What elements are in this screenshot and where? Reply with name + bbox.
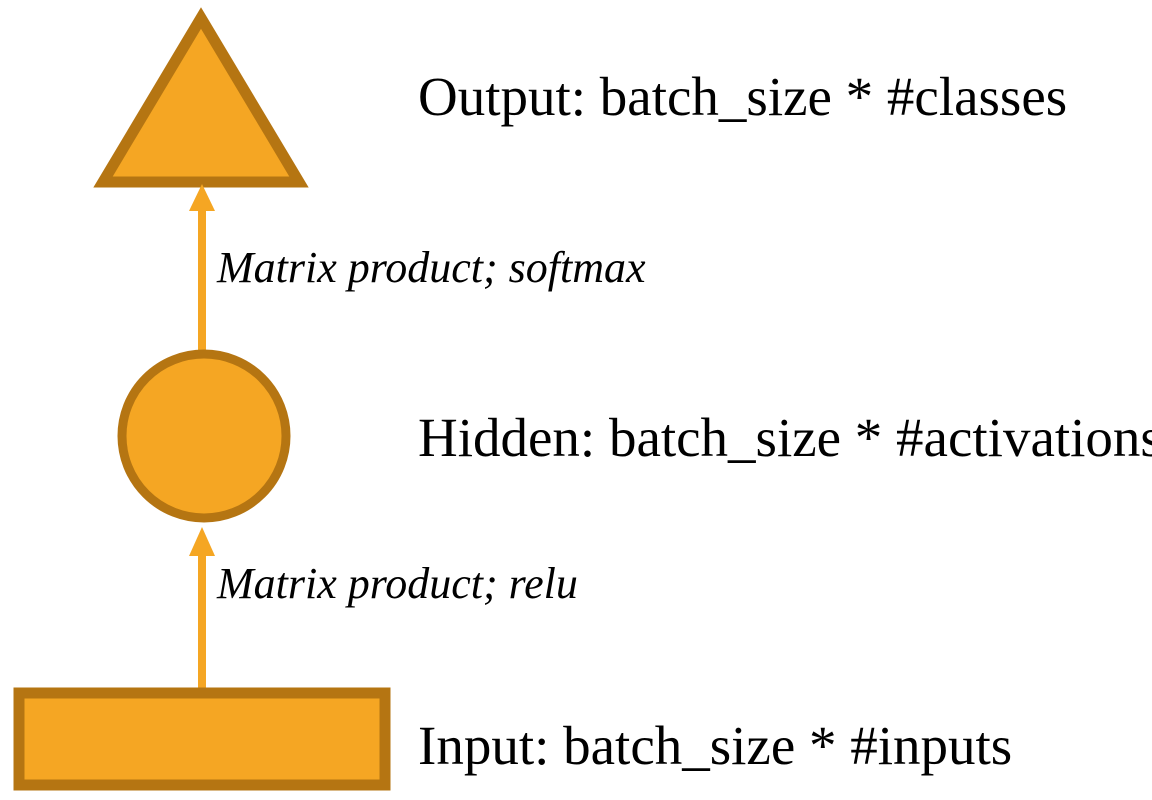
input-layer-label: Input: batch_size * #inputs	[418, 715, 1013, 776]
arrow-hidden-to-output	[189, 184, 215, 356]
hidden-layer-label: Hidden: batch_size * #activations	[418, 407, 1152, 468]
output-layer-label: Output: batch_size * #classes	[418, 66, 1068, 127]
edge-label-hidden-to-output: Matrix product; softmax	[217, 243, 646, 292]
input-layer-rectangle	[13, 687, 391, 791]
edge-label-input-to-hidden: Matrix product; relu	[217, 559, 578, 608]
output-layer-triangle	[93, 7, 309, 188]
arrow-input-to-hidden	[189, 527, 215, 693]
hidden-layer-circle	[117, 349, 291, 523]
